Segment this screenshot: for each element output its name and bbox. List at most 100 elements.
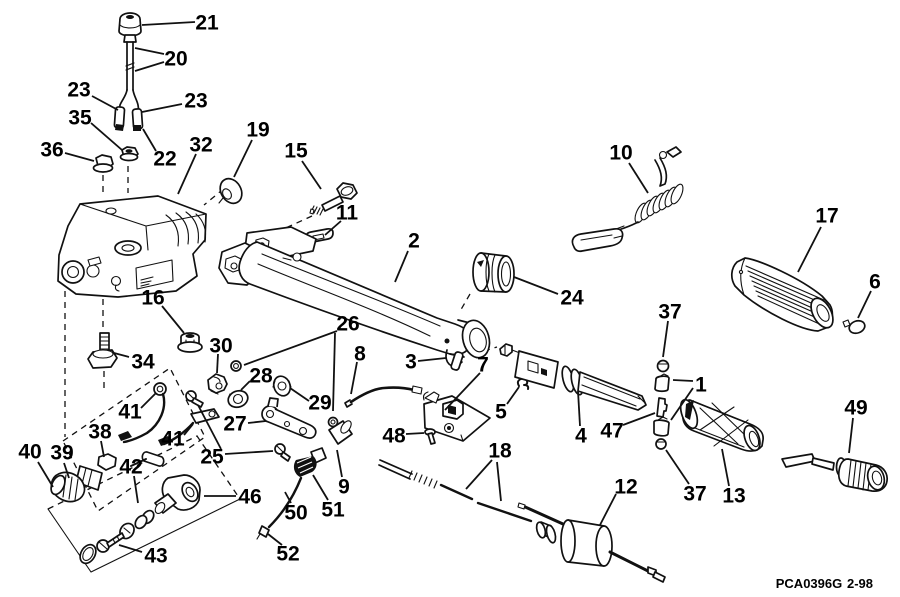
leader-line-16 <box>161 305 185 334</box>
callout-1: 1 <box>695 374 707 397</box>
leader-line-25 <box>224 450 274 455</box>
callout-36: 36 <box>40 139 63 162</box>
part-43-screw <box>79 532 125 565</box>
leader-line-40 <box>37 461 54 488</box>
leader-line-10 <box>628 162 649 194</box>
leader-line-25 <box>197 404 222 450</box>
callout-10: 10 <box>609 142 632 165</box>
leader-line-26 <box>332 332 336 412</box>
callout-49: 49 <box>844 397 867 420</box>
leader-line-26 <box>243 330 338 366</box>
callout-21: 21 <box>195 12 219 35</box>
figure-date-code: 2-98 <box>847 576 873 591</box>
leader-line-51 <box>312 474 329 501</box>
part-1-bushing-upper <box>654 373 670 393</box>
part-4-throttle-shaft <box>499 343 647 411</box>
leader-line-41 <box>183 423 194 436</box>
leader-line-13 <box>721 448 730 487</box>
callout-5: 5 <box>495 401 507 424</box>
leader-line-3 <box>417 357 447 362</box>
leader-line-32 <box>177 153 197 195</box>
callout-23: 23 <box>184 90 207 113</box>
leader-line-30 <box>216 353 219 374</box>
part-52-cable-tip <box>256 525 270 540</box>
leader-line-11 <box>324 220 342 236</box>
leader-line-47 <box>622 412 656 426</box>
leader-line-17 <box>797 226 822 273</box>
callout-39: 39 <box>50 442 73 465</box>
leader-line-1 <box>670 387 694 421</box>
leader-line-29 <box>289 387 310 402</box>
part-13-twist-grip <box>679 398 764 452</box>
callout-26: 26 <box>336 313 359 336</box>
callout-25: 25 <box>200 446 224 469</box>
leader-line-28 <box>240 380 251 391</box>
leader-line-18 <box>496 461 502 502</box>
callout-41: 41 <box>161 428 185 451</box>
callout-12: 12 <box>614 476 637 499</box>
callout-20: 20 <box>164 48 187 71</box>
part-36-lock-nut <box>92 154 114 173</box>
part-10-safety-lanyard <box>571 146 684 253</box>
leader-line-52 <box>267 533 283 546</box>
leader-line-19 <box>233 139 253 178</box>
leader-line-22 <box>142 128 157 152</box>
leader-line-4 <box>577 390 581 427</box>
leader-line-48 <box>405 432 425 435</box>
part-26-washer-a <box>230 360 242 372</box>
leader-line-35 <box>90 122 123 151</box>
part-28-flange-nut <box>227 389 249 409</box>
callout-7: 7 <box>477 354 489 377</box>
part-6-cap-plug <box>842 319 866 335</box>
part-9-connector-cone <box>327 416 353 445</box>
part-47-pin <box>656 397 668 418</box>
callout-23: 23 <box>67 79 90 102</box>
part-23-terminal-right <box>131 108 144 131</box>
part-27-lever-arm <box>261 397 317 439</box>
callout-30: 30 <box>209 335 232 358</box>
callout-34: 34 <box>131 351 155 374</box>
callout-24: 24 <box>560 287 584 310</box>
callout-19: 19 <box>246 119 269 142</box>
part-30-clamp-block <box>207 373 228 395</box>
part-16-flange-nut <box>177 332 203 353</box>
callout-52: 52 <box>276 543 299 566</box>
callout-6: 6 <box>869 271 881 294</box>
part-12-plunger <box>517 502 666 583</box>
part-23-terminal-left <box>113 106 126 131</box>
callout-13: 13 <box>722 485 745 508</box>
callout-43: 43 <box>144 545 167 568</box>
part-35-flange-nut <box>119 146 139 162</box>
kit-box-wires <box>62 367 206 512</box>
part-2-steering-arm <box>238 241 491 368</box>
callout-37: 37 <box>683 483 706 506</box>
callout-51: 51 <box>321 499 345 522</box>
leader-line-23 <box>91 95 119 111</box>
leader-line-20 <box>134 47 165 55</box>
part-32-bracket-casting <box>57 195 207 298</box>
part-8-link-rod <box>344 385 423 408</box>
leader-line-39 <box>63 462 70 479</box>
leader-line-18 <box>465 459 493 490</box>
part-50-cable <box>267 476 303 529</box>
part-25-screw-b <box>274 443 291 462</box>
part-7-bracket-plate <box>422 391 491 442</box>
part-19-grommet <box>218 177 243 205</box>
leader-line-6 <box>857 290 872 319</box>
callout-46: 46 <box>238 486 261 509</box>
leader-line-15 <box>301 160 322 190</box>
leader-line-1 <box>672 379 694 382</box>
part-41-wire-upper <box>118 382 167 444</box>
part-18-throttle-cables <box>378 459 533 523</box>
callout-17: 17 <box>815 205 838 228</box>
callout-15: 15 <box>284 140 308 163</box>
leader-line-38 <box>100 440 105 458</box>
part-34-bolt <box>87 332 118 369</box>
leader-line-21 <box>141 21 196 26</box>
callout-2: 2 <box>408 230 420 253</box>
callout-41: 41 <box>118 401 142 424</box>
part-51-boot <box>293 447 327 477</box>
part-1-bushing-lower <box>653 416 670 437</box>
callout-37: 37 <box>658 301 681 324</box>
